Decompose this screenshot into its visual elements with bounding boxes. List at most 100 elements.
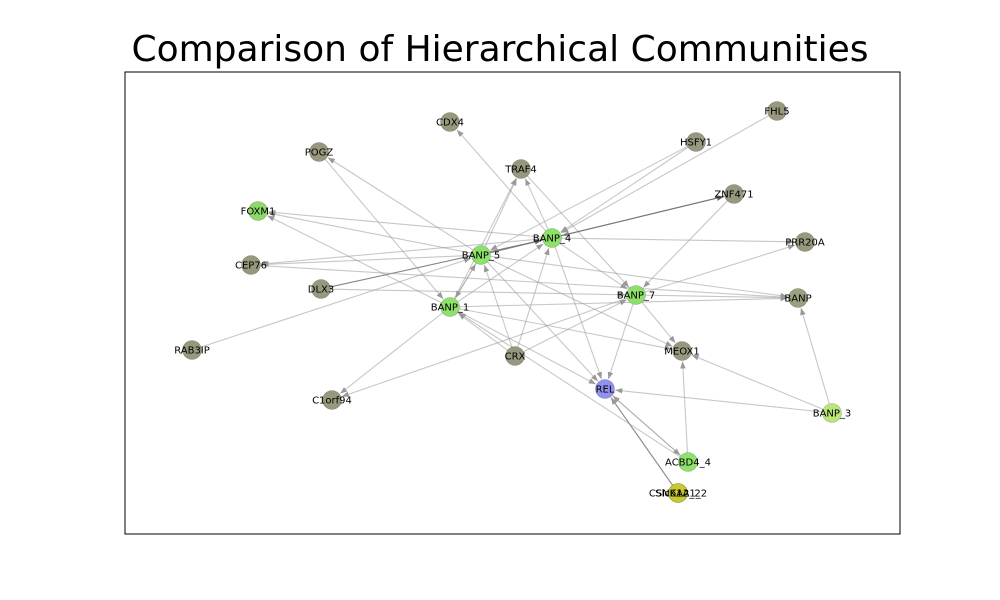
edge-BANP_7-to-BANP xyxy=(645,294,788,301)
edge-BANP_1-to-FOXM1 xyxy=(267,215,442,304)
edge-CRX-to-BANP_7 xyxy=(523,299,627,353)
edge-BANP_1-to-BANP_5 xyxy=(454,263,477,300)
edge-BANP_4-to-TRAF4 xyxy=(524,178,549,230)
edge-ACBD4_4-to-REL xyxy=(612,395,682,457)
node-FOXM1[interactable] xyxy=(248,201,268,221)
edge-BANP_5-to-MEOX1 xyxy=(489,258,673,347)
edge-CEP76-to-BANP xyxy=(260,265,788,300)
node-label-POGZ: POGZ xyxy=(305,148,334,159)
edge-BANP_5-to-TRAF4 xyxy=(484,178,518,247)
node-RAB3IP[interactable] xyxy=(182,340,202,360)
node-BANP_5[interactable] xyxy=(471,245,491,265)
node-FHL5[interactable] xyxy=(767,101,787,121)
edge-BANP_5-to-CEP76 xyxy=(261,254,472,268)
edge-Slc6A2_2-to-REL xyxy=(610,397,673,486)
node-label-HSFY1: HSFY1 xyxy=(680,138,712,149)
node-label-PRR20A: PRR20A xyxy=(785,238,825,249)
edge-BANP_3-to-BANP xyxy=(800,307,830,405)
node-PRR20A[interactable] xyxy=(795,232,815,252)
node-MEOX1[interactable] xyxy=(672,341,692,361)
nodes-layer xyxy=(182,101,842,503)
node-Slc6A2_2[interactable] xyxy=(668,483,688,503)
node-label-REL: REL xyxy=(596,385,615,396)
node-label-CDX4: CDX4 xyxy=(436,118,464,129)
edge-BANP_7-to-REL xyxy=(607,303,634,380)
edge-BANP_1-to-TRAF4 xyxy=(453,178,517,299)
node-label-BANP_5: BANP_5 xyxy=(462,251,501,262)
edge-BANP_3-to-MEOX1 xyxy=(691,354,824,410)
edge-BANP_4-to-FOXM1 xyxy=(268,209,543,238)
node-label-TRAF4: TRAF4 xyxy=(504,165,537,176)
node-label-BANP_1: BANP_1 xyxy=(431,303,470,314)
node-label-ZNF471: ZNF471 xyxy=(714,190,753,201)
edge-HSFY1-to-BANP_4 xyxy=(560,146,689,233)
edge-ACBD4_4-to-BANP_1 xyxy=(458,312,681,458)
edge-CRX-to-BANP_1 xyxy=(458,312,508,351)
edge-ZNF471-to-BANP_7 xyxy=(642,200,728,288)
edge-BANP_1-to-MEOX1 xyxy=(459,308,672,351)
edge-BANP_1-to-BANP_4 xyxy=(457,243,544,303)
node-label-ACBD4_4: ACBD4_4 xyxy=(665,458,711,469)
node-label-BANP_3: BANP_3 xyxy=(813,409,852,420)
plot-frame xyxy=(124,71,901,535)
edge-BANP_5-to-BANP xyxy=(490,255,788,299)
node-CDX4[interactable] xyxy=(440,112,460,132)
node-label-DLX3: DLX3 xyxy=(308,285,334,296)
edge-BANP_5-to-REL xyxy=(487,261,599,382)
edge-BANP_4-to-BANP_7 xyxy=(559,242,628,290)
edge-FHL5-to-BANP_4 xyxy=(560,115,769,234)
edges-layer xyxy=(200,115,830,486)
edge-BANP_7-to-C1orf94 xyxy=(341,297,628,398)
node-label-CRX: CRX xyxy=(505,352,526,363)
edge-CRX-to-BANP_5 xyxy=(483,264,513,348)
node-label-Slc6A2_2: Slc6A2_2 xyxy=(655,489,701,500)
node-CEP76[interactable] xyxy=(241,255,261,275)
node-TRAF4[interactable] xyxy=(511,159,531,179)
edge-BANP_4-to-CDX4 xyxy=(456,129,547,232)
node-label-C1orf94: C1orf94 xyxy=(312,396,352,407)
node-BANP_3[interactable] xyxy=(822,403,842,423)
node-label-FOXM1: FOXM1 xyxy=(241,207,276,218)
edge-BANP_5-to-FOXM1 xyxy=(268,211,472,254)
node-CRX[interactable] xyxy=(505,346,525,366)
node-BANP_7[interactable] xyxy=(626,285,646,305)
node-label-CEP76: CEP76 xyxy=(235,261,267,272)
node-POGZ[interactable] xyxy=(309,142,329,162)
node-label-CSNK1A1_2: CSNK1A1_2 xyxy=(649,489,707,500)
edge-POGZ-to-BANP_1 xyxy=(324,158,444,300)
chart-title: Comparison of Hierarchical Communities xyxy=(131,29,869,70)
edge-BANP_7-to-PRR20A xyxy=(644,244,796,293)
node-label-BANP: BANP xyxy=(784,294,811,305)
node-BANP_4[interactable] xyxy=(542,228,562,248)
edge-DLX3-to-BANP_7 xyxy=(330,288,626,298)
node-label-BANP_7: BANP_7 xyxy=(617,291,656,302)
edge-BANP_4-to-PRR20A xyxy=(561,237,795,245)
node-DLX3[interactable] xyxy=(311,279,331,299)
node-label-BANP_4: BANP_4 xyxy=(533,234,572,245)
node-C1orf94[interactable] xyxy=(322,390,342,410)
edge-BANP_5-to-ZNF471 xyxy=(490,195,724,254)
node-HSFY1[interactable] xyxy=(686,132,706,152)
node-label-FHL5: FHL5 xyxy=(764,107,789,118)
edge-BANP_5-to-POGZ xyxy=(327,157,474,251)
edge-RAB3IP-to-BANP_5 xyxy=(200,257,472,348)
edge-CRX-to-BANP_4 xyxy=(517,247,550,348)
edge-BANP_3-to-REL xyxy=(615,388,823,413)
edge-ACBD4_4-to-MEOX1 xyxy=(680,361,689,453)
node-label-RAB3IP: RAB3IP xyxy=(174,346,210,357)
node-ZNF471[interactable] xyxy=(724,184,744,204)
node-BANP[interactable] xyxy=(788,288,808,308)
edge-BANP_1-to-REL xyxy=(458,310,596,385)
edge-BANP_1-to-C1orf94 xyxy=(339,312,443,394)
edge-BANP_4-to-REL xyxy=(554,246,603,380)
node-ACBD4_4[interactable] xyxy=(678,452,698,472)
node-label-MEOX1: MEOX1 xyxy=(664,347,699,358)
edge-BANP_4-to-CEP76 xyxy=(261,238,543,267)
edge-HSFY1-to-BANP_5 xyxy=(490,145,688,251)
edge-BANP_7-to-MEOX1 xyxy=(641,301,676,344)
node-BANP_1[interactable] xyxy=(440,297,460,317)
node-REL[interactable] xyxy=(595,379,615,399)
